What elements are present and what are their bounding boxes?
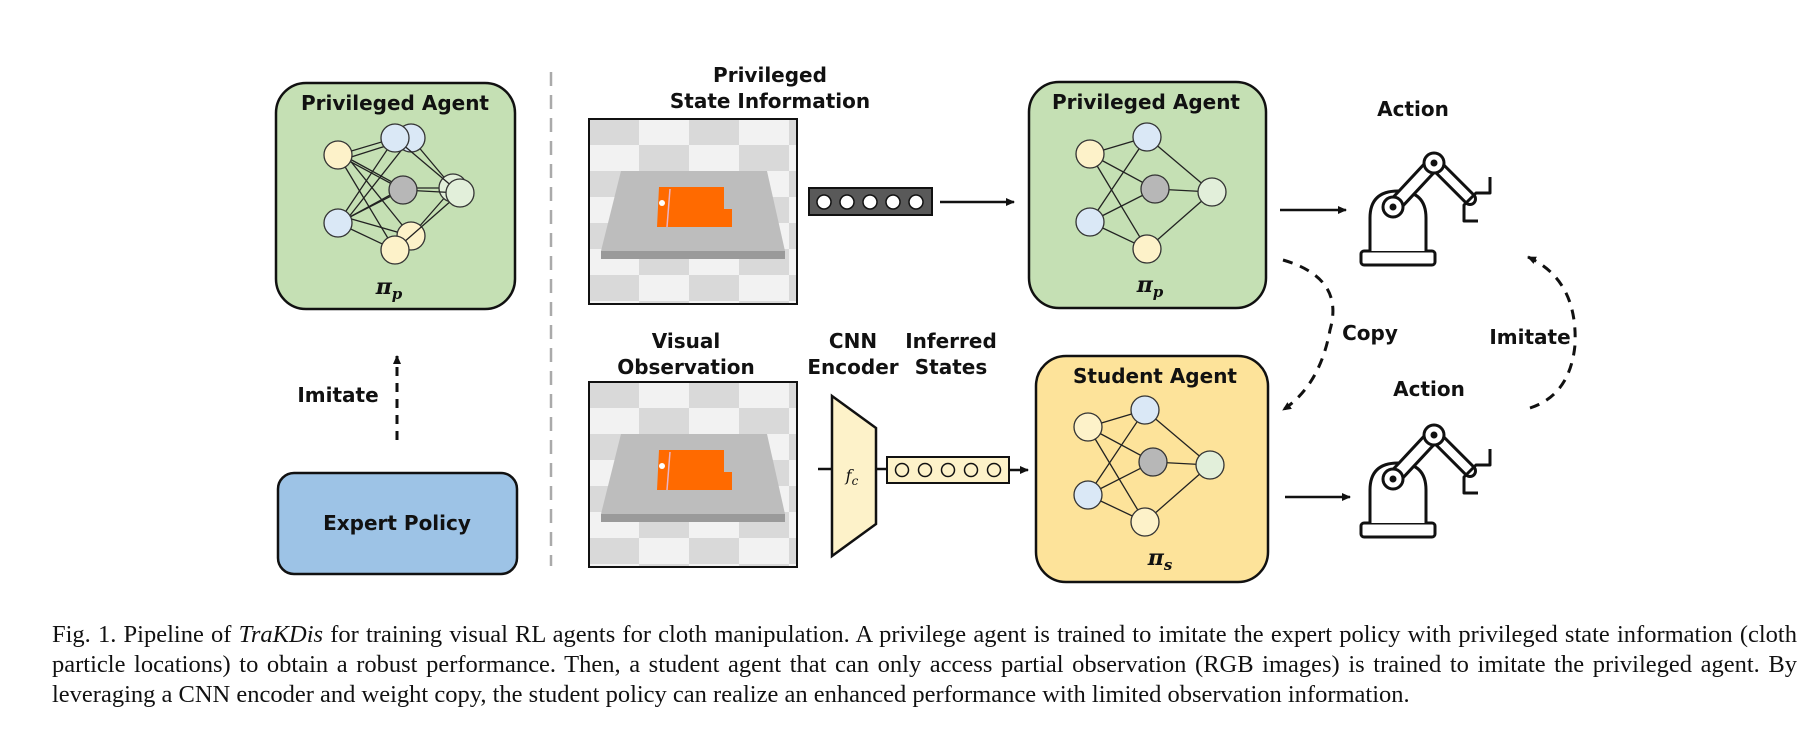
encoder-symbol: fc <box>845 466 859 488</box>
left-agent-network-graphic <box>323 123 475 265</box>
right-imitate-label: Imitate <box>1489 325 1570 349</box>
cnn-encoder-shape <box>830 393 878 559</box>
caption-method-name: TraKDis <box>238 621 324 648</box>
inferred-label-line1: Inferred <box>905 329 997 353</box>
student-agent-policy: πs <box>1147 545 1173 574</box>
expert-policy-box: Expert Policy <box>276 471 519 576</box>
student-agent-title: Student Agent <box>1073 364 1237 388</box>
copy-arrow <box>1282 258 1335 412</box>
student-agent-network-graphic <box>1073 395 1225 537</box>
cnn-label-line2: Encoder <box>807 355 898 379</box>
right-privileged-agent: Privileged Agent πp <box>1027 80 1268 310</box>
left-privileged-agent: Privileged Agent πp <box>274 81 517 311</box>
cnn-label-line1: CNN <box>829 329 877 353</box>
right-imitate-arrow <box>1527 255 1577 410</box>
copy-label: Copy <box>1342 321 1398 345</box>
privileged-state-label-line1: Privileged <box>713 63 827 87</box>
left-agent-title: Privileged Agent <box>301 91 489 115</box>
visual-obs-label-line1: Visual <box>652 329 720 353</box>
action-label-bottom: Action <box>1393 377 1465 401</box>
right-agent-policy: πp <box>1136 272 1164 301</box>
student-agent: Student Agent πs <box>1034 354 1270 584</box>
left-agent-policy: πp <box>375 274 403 303</box>
right-agent-title: Privileged Agent <box>1052 90 1240 114</box>
privileged-scene-image <box>588 118 798 305</box>
caption-prefix: Fig. 1. Pipeline of <box>52 621 239 648</box>
left-imitate-label: Imitate <box>297 383 378 407</box>
caption-text: for training visual RL agents for cloth … <box>52 621 1797 708</box>
figure-caption: Fig. 1. Pipeline of TraKDis for training… <box>52 620 1797 710</box>
privileged-state-label-line2: State Information <box>670 89 870 113</box>
inferred-label-line2: States <box>915 355 988 379</box>
action-label-top: Action <box>1377 97 1449 121</box>
robot-arm-top-icon <box>1361 153 1490 265</box>
visual-scene-image <box>588 381 798 568</box>
visual-obs-label-line2: Observation <box>617 355 755 379</box>
expert-policy-label: Expert Policy <box>323 511 471 535</box>
state-vector <box>808 187 933 216</box>
inferred-state-vector <box>886 456 1010 484</box>
pipeline-figure: Privileged Agent πp Imitate Expert <box>274 63 1577 584</box>
robot-arm-bottom-icon <box>1361 425 1490 537</box>
right-agent-network-graphic <box>1075 122 1227 264</box>
